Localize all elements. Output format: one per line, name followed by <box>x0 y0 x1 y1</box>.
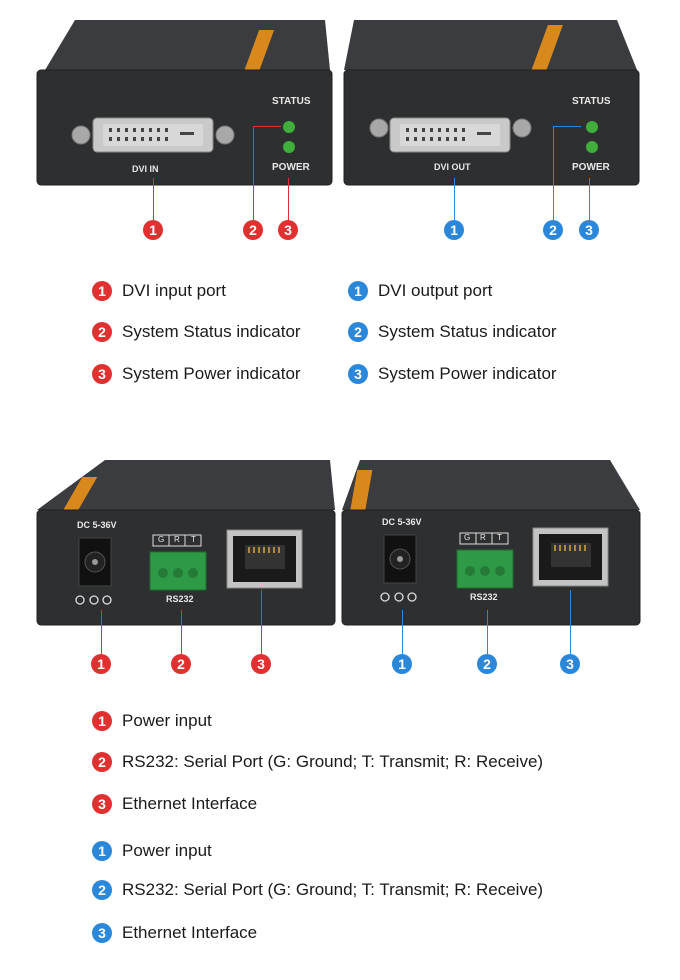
transmitter-front-panel <box>36 20 333 186</box>
legend-number: 2 <box>92 880 112 900</box>
dc-label: DC 5-36V <box>382 517 422 527</box>
port-label-dvi-in: DVI IN <box>132 164 159 174</box>
legend-text: System Status indicator <box>378 322 557 341</box>
receiver-front-panel <box>343 20 640 186</box>
legend-item-rs232: 2 RS232: Serial Port (G: Ground; T: Tran… <box>92 752 543 772</box>
pin-label-g: G <box>158 535 165 544</box>
callout-1-dvi-in: 1 <box>143 220 163 240</box>
legend-item-power: 3 System Power indicator <box>92 364 301 384</box>
leader-line-2 <box>181 610 182 654</box>
leader-line-1 <box>101 610 102 654</box>
leader-line-2 <box>253 126 254 220</box>
legend-item-ethernet: 3 Ethernet Interface <box>92 923 257 943</box>
leader-line-3 <box>589 178 590 220</box>
callout-2-status: 2 <box>243 220 263 240</box>
leader-line-1 <box>402 610 403 654</box>
legend-item-rs232: 2 RS232: Serial Port (G: Ground; T: Tran… <box>92 880 543 900</box>
legend-number: 3 <box>348 364 368 384</box>
leader-line-2 <box>487 610 488 654</box>
legend-text: System Status indicator <box>122 322 301 341</box>
receiver-rear-panel <box>341 460 641 626</box>
legend-number: 3 <box>92 923 112 943</box>
legend-text: RS232: Serial Port (G: Ground; T: Transm… <box>122 752 544 771</box>
status-label: STATUS <box>272 96 311 107</box>
legend-number: 1 <box>92 841 112 861</box>
legend-text: DVI input port <box>122 281 226 300</box>
callout-2-rs232: 2 <box>171 654 191 674</box>
legend-text: Ethernet Interface <box>122 923 258 942</box>
pin-label-t: T <box>191 535 196 544</box>
leader-line-1 <box>153 178 154 220</box>
legend-item-dvi-input: 1 DVI input port <box>92 281 226 301</box>
legend-item-status: 2 System Status indicator <box>92 322 301 342</box>
leader-line-3 <box>570 590 571 654</box>
legend-number: 3 <box>92 364 112 384</box>
status-label: STATUS <box>572 96 611 107</box>
rs232-label: RS232 <box>470 592 498 602</box>
callout-1-dvi-out: 1 <box>444 220 464 240</box>
legend-text: System Power indicator <box>378 364 557 383</box>
leader-line-3 <box>288 178 289 220</box>
legend-number: 2 <box>92 752 112 772</box>
callout-2-status: 2 <box>543 220 563 240</box>
legend-text: DVI output port <box>378 281 493 300</box>
legend-item-power-input: 1 Power input <box>92 711 212 731</box>
leader-line-1 <box>454 178 455 220</box>
leader-line-2-h <box>553 126 581 127</box>
pin-label-r: R <box>480 533 486 542</box>
pin-label-t: T <box>497 533 502 542</box>
legend-text: Power input <box>122 711 212 730</box>
callout-2-rs232: 2 <box>477 654 497 674</box>
callout-3-ethernet: 3 <box>560 654 580 674</box>
legend-item-power: 3 System Power indicator <box>348 364 557 384</box>
legend-number: 2 <box>92 322 112 342</box>
callout-1-power-input: 1 <box>392 654 412 674</box>
callout-3-ethernet: 3 <box>251 654 271 674</box>
legend-number: 3 <box>92 794 112 814</box>
legend-number: 1 <box>92 281 112 301</box>
legend-item-dvi-output: 1 DVI output port <box>348 281 492 301</box>
dc-label: DC 5-36V <box>77 520 117 530</box>
legend-text: Power input <box>122 841 212 860</box>
legend-number: 1 <box>92 711 112 731</box>
callout-3-power: 3 <box>278 220 298 240</box>
legend-text: System Power indicator <box>122 364 301 383</box>
leader-line-2-h <box>253 126 281 127</box>
power-label: POWER <box>272 162 310 173</box>
legend-item-ethernet: 3 Ethernet Interface <box>92 794 257 814</box>
pin-label-r: R <box>174 535 180 544</box>
legend-number: 2 <box>348 322 368 342</box>
power-label: POWER <box>572 162 610 173</box>
legend-text: Ethernet Interface <box>122 794 258 813</box>
port-label-dvi-out: DVI OUT <box>434 162 471 172</box>
legend-item-status: 2 System Status indicator <box>348 322 557 342</box>
legend-item-power-input: 1 Power input <box>92 841 212 861</box>
pin-label-g: G <box>464 533 471 542</box>
transmitter-rear-panel <box>36 460 336 626</box>
callout-1-power-input: 1 <box>91 654 111 674</box>
legend-number: 1 <box>348 281 368 301</box>
callout-3-power: 3 <box>579 220 599 240</box>
legend-text: RS232: Serial Port (G: Ground; T: Transm… <box>122 880 544 899</box>
leader-line-3 <box>261 590 262 654</box>
leader-line-2 <box>553 126 554 220</box>
rs232-label: RS232 <box>166 594 194 604</box>
